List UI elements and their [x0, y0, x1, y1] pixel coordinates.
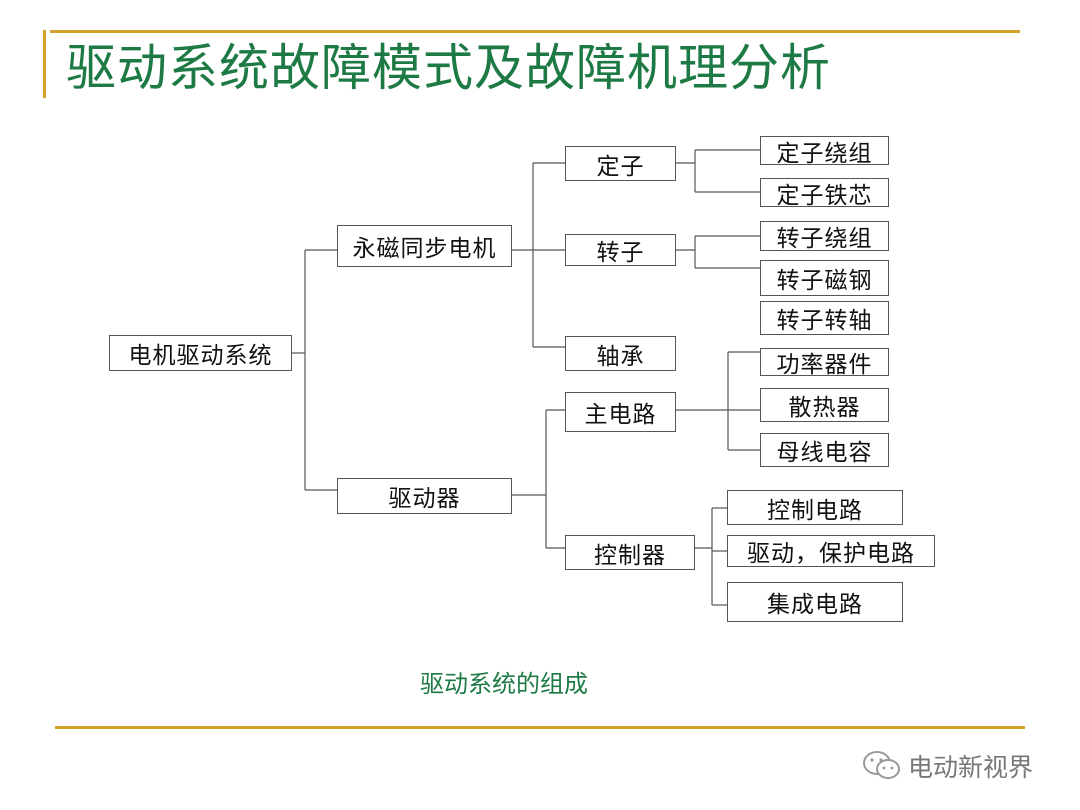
node-rotor: 转子 — [565, 234, 676, 266]
node-stator: 定子 — [565, 146, 676, 181]
left-accent-bar — [43, 30, 46, 98]
node-stator-winding: 定子绕组 — [760, 136, 889, 167]
node-main-circuit: 主电路 — [565, 392, 676, 432]
node-driver: 驱动器 — [337, 478, 512, 514]
node-rotor-shaft: 转子转轴 — [760, 301, 889, 335]
node-power-device: 功率器件 — [760, 348, 889, 378]
watermark: 电动新视界 — [862, 748, 1033, 784]
node-rotor-winding: 转子绕组 — [760, 221, 889, 252]
node-motor-drive-system: 电机驱动系统 — [109, 335, 292, 371]
node-integrated-circuit: 集成电路 — [727, 582, 903, 622]
wechat-icon — [863, 751, 900, 779]
bottom-accent-line — [55, 726, 1025, 729]
node-bus-capacitor: 母线电容 — [760, 433, 889, 467]
node-drive-protect-circuit: 驱动，保护电路 — [727, 535, 935, 567]
page-title: 驱动系统故障模式及故障机理分析 — [66, 39, 831, 97]
top-accent-line — [50, 30, 1020, 33]
node-bearing: 轴承 — [565, 336, 676, 371]
node-pmsm: 永磁同步电机 — [337, 225, 512, 267]
diagram-caption: 驱动系统的组成 — [420, 670, 588, 698]
node-stator-core: 定子铁芯 — [760, 178, 889, 209]
node-controller: 控制器 — [565, 535, 695, 570]
node-heatsink: 散热器 — [760, 388, 889, 422]
watermark-text: 电动新视界 — [908, 753, 1034, 782]
node-control-circuit: 控制电路 — [727, 490, 903, 525]
node-rotor-magnet: 转子磁钢 — [760, 260, 889, 296]
